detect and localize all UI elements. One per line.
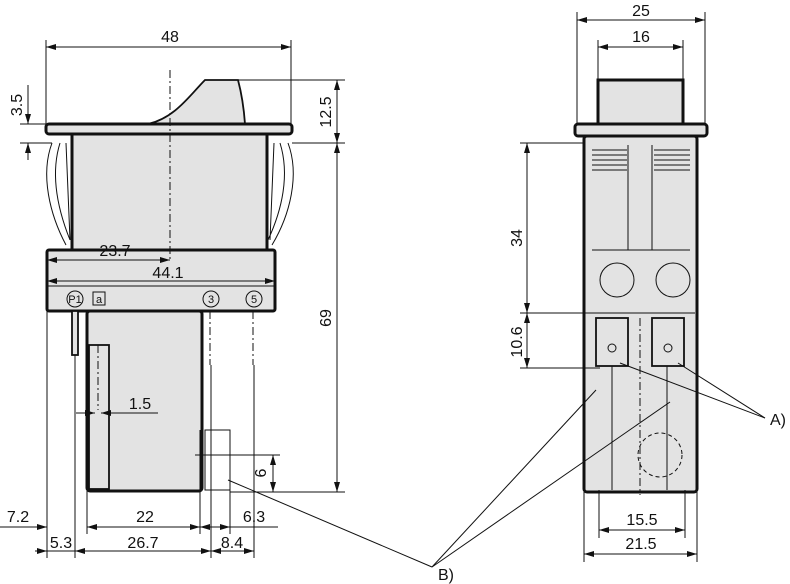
dim-69: 69 — [318, 309, 335, 327]
dim-25: 25 — [632, 3, 650, 20]
callout-a: A) — [770, 412, 786, 429]
dim-16: 16 — [632, 29, 650, 46]
dim-34: 34 — [509, 229, 526, 247]
lower-body — [85, 309, 204, 493]
dim-7-2: 7.2 — [7, 509, 29, 526]
dim-12-5: 12.5 — [318, 96, 335, 127]
dim-22: 22 — [136, 509, 154, 526]
dim-44-1: 44.1 — [152, 265, 183, 282]
dim-26-7: 26.7 — [127, 535, 158, 552]
side-view-dimensions: 48 3.5 12.5 69 23.7 44.1 1.5 6 7.2 22 6.… — [0, 29, 345, 558]
dim-10-6: 10.6 — [509, 326, 526, 357]
front-flange — [573, 122, 709, 138]
marking-p1 — [66, 290, 84, 308]
callout-b: B) — [438, 567, 454, 584]
svg-text:5: 5 — [251, 294, 257, 306]
dim-1-5: 1.5 — [129, 396, 151, 413]
callouts: A) B) — [227, 362, 786, 584]
dim-3-5: 3.5 — [9, 94, 26, 116]
dim-5-3: 5.3 — [50, 535, 72, 552]
front-view — [573, 78, 709, 495]
dim-8-4: 8.4 — [221, 535, 243, 552]
front-body — [582, 134, 699, 494]
dim-21-5: 21.5 — [625, 536, 656, 553]
channel — [88, 344, 110, 490]
left-spring — [46, 142, 71, 246]
svg-text:a: a — [96, 294, 103, 306]
rocker — [147, 79, 246, 125]
side-view: P1 a 3 5 — [44, 70, 294, 493]
cap — [596, 78, 685, 126]
dim-15-5: 15.5 — [626, 512, 657, 529]
svg-text:3: 3 — [208, 294, 214, 306]
right-spring — [267, 142, 294, 246]
dim-6: 6 — [253, 468, 270, 477]
svg-text:P1: P1 — [68, 294, 81, 306]
dim-6-3: 6.3 — [243, 509, 265, 526]
dim-23-7: 23.7 — [99, 243, 130, 260]
front-view-dimensions: 25 16 34 10.6 15.5 21.5 — [509, 3, 706, 562]
dim-48: 48 — [161, 29, 179, 46]
